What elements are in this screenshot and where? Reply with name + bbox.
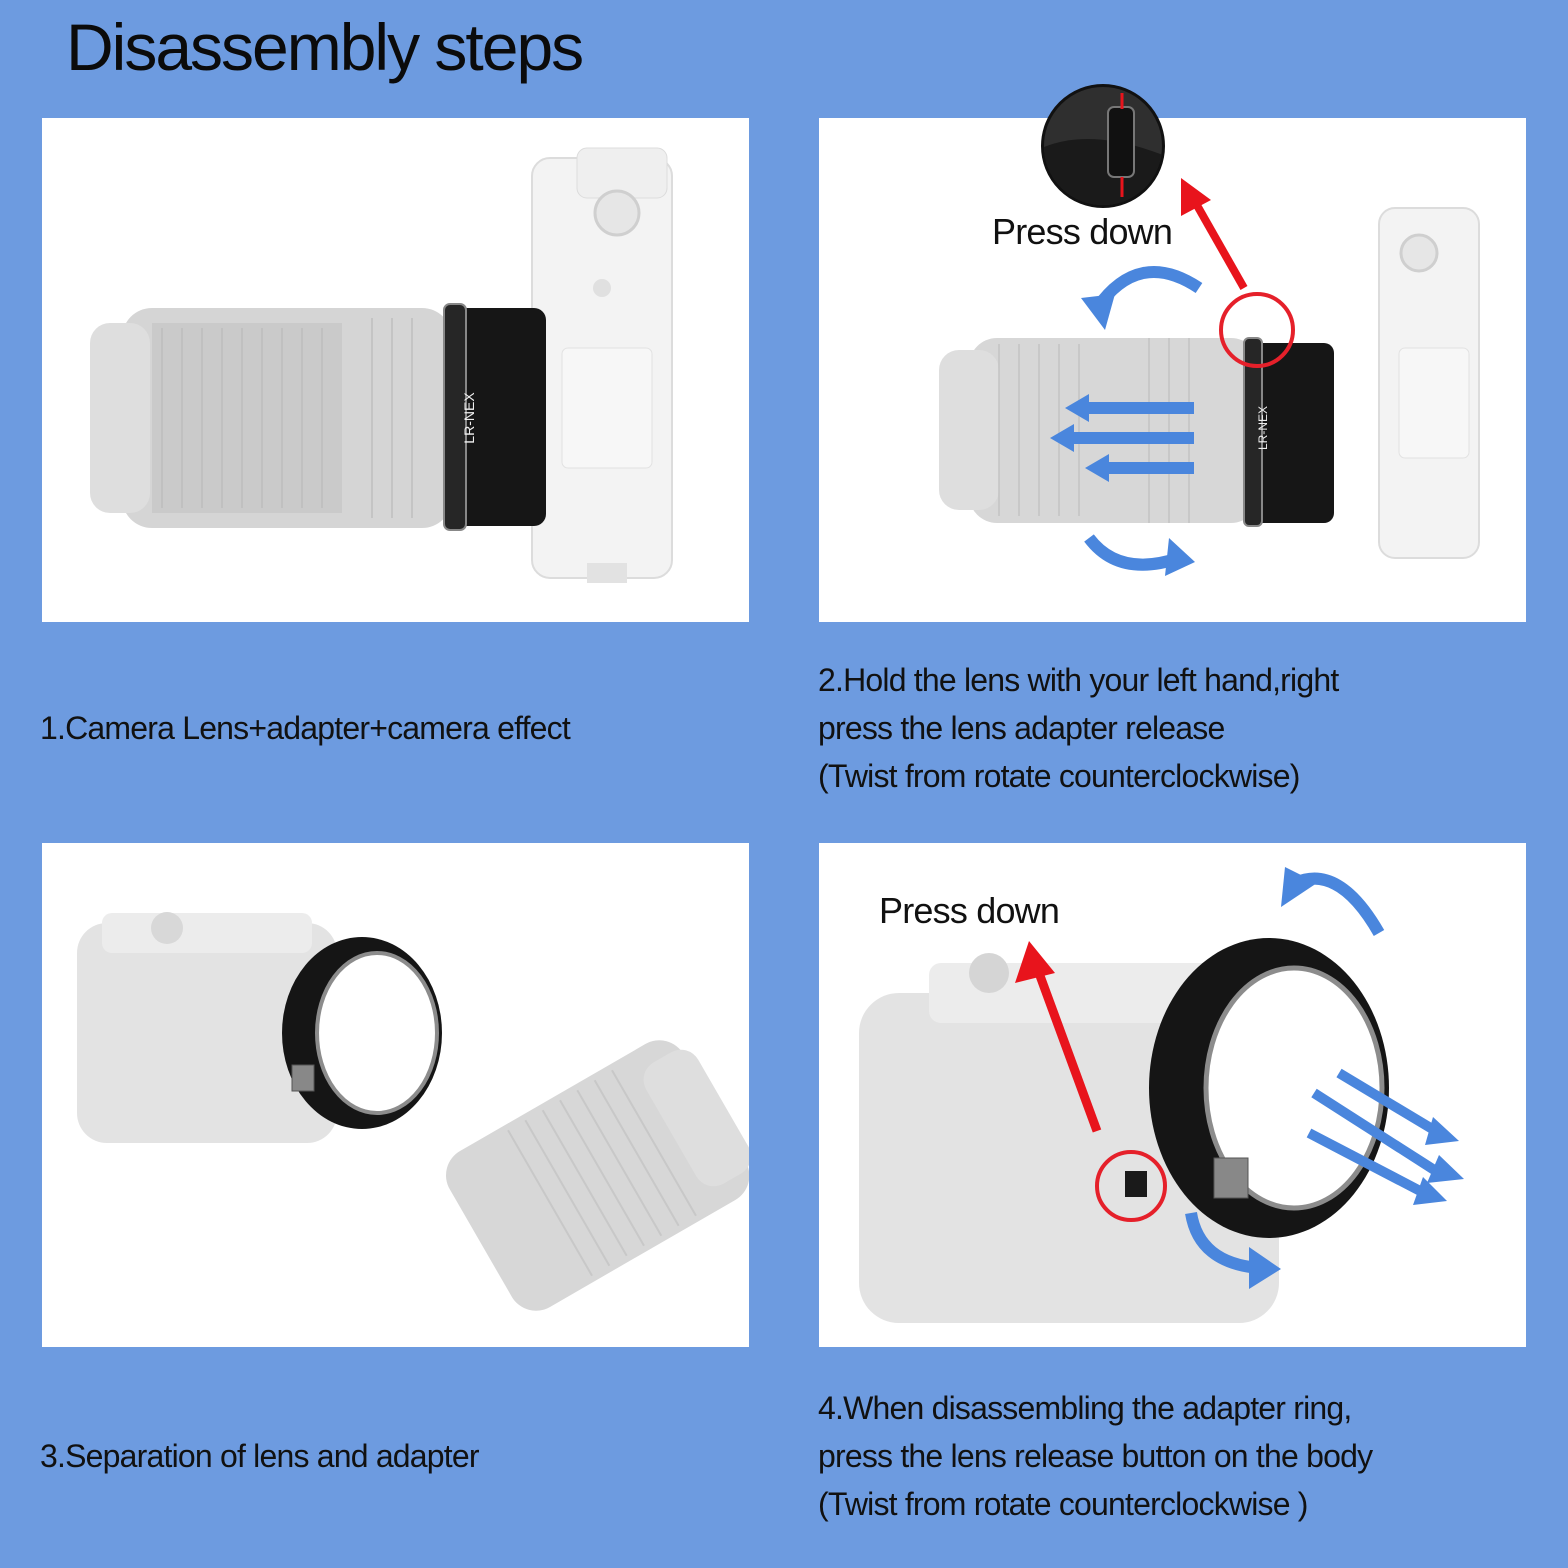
- caption-line: press the lens release button on the bod…: [818, 1438, 1373, 1474]
- step2-caption: 2.Hold the lens with your left hand,righ…: [818, 656, 1339, 800]
- blue-rotate-arrow-icon: [1185, 1211, 1260, 1274]
- caption-line: (Twist from rotate counterclockwise ): [818, 1486, 1308, 1522]
- adapter-label: LR-NEX: [1256, 406, 1270, 450]
- blue-rotate-arrow-icon: [1084, 534, 1181, 571]
- blue-pull-arrow-icon: [1050, 394, 1194, 482]
- step1-photo: LR-NEX: [42, 118, 749, 622]
- caption-line: (Twist from rotate counterclockwise): [818, 758, 1300, 794]
- blue-pull-arrow-icon: [1306, 1068, 1442, 1198]
- caption-line: 4.When disassembling the adapter ring,: [818, 1390, 1352, 1426]
- highlight-circle-icon: [1219, 292, 1295, 368]
- step2-photo: LR-NEX: [819, 118, 1526, 622]
- caption-line: 2.Hold the lens with your left hand,righ…: [818, 662, 1339, 698]
- zoom-inset: [1041, 84, 1165, 208]
- step3-caption: 3.Separation of lens and adapter: [40, 1432, 480, 1480]
- release-button-illustration: LR-NEX: [939, 178, 1480, 576]
- page-title: Disassembly steps: [66, 10, 584, 84]
- step4-photo: [819, 843, 1526, 1347]
- step1-caption: 1.Camera Lens+adapter+camera effect: [40, 704, 571, 752]
- caption-line: 3.Separation of lens and adapter: [40, 1438, 480, 1474]
- caption-line: press the lens adapter release: [818, 710, 1225, 746]
- caption-line: 1.Camera Lens+adapter+camera effect: [40, 710, 571, 746]
- red-arrow-icon: [1034, 971, 1102, 1133]
- camera-with-lens-illustration: LR-NEX: [90, 147, 673, 583]
- press-down-label: Press down: [879, 890, 1060, 931]
- adapter-release-illustration: [859, 867, 1464, 1323]
- lens-separation-illustration: [77, 912, 749, 1311]
- red-arrow-icon: [1190, 198, 1248, 290]
- step3-photo: [42, 843, 749, 1347]
- step4-caption: 4.When disassembling the adapter ring, p…: [818, 1384, 1373, 1528]
- press-down-label: Press down: [992, 211, 1173, 252]
- highlight-circle-icon: [1095, 1150, 1167, 1222]
- adapter-label: LR-NEX: [461, 392, 477, 444]
